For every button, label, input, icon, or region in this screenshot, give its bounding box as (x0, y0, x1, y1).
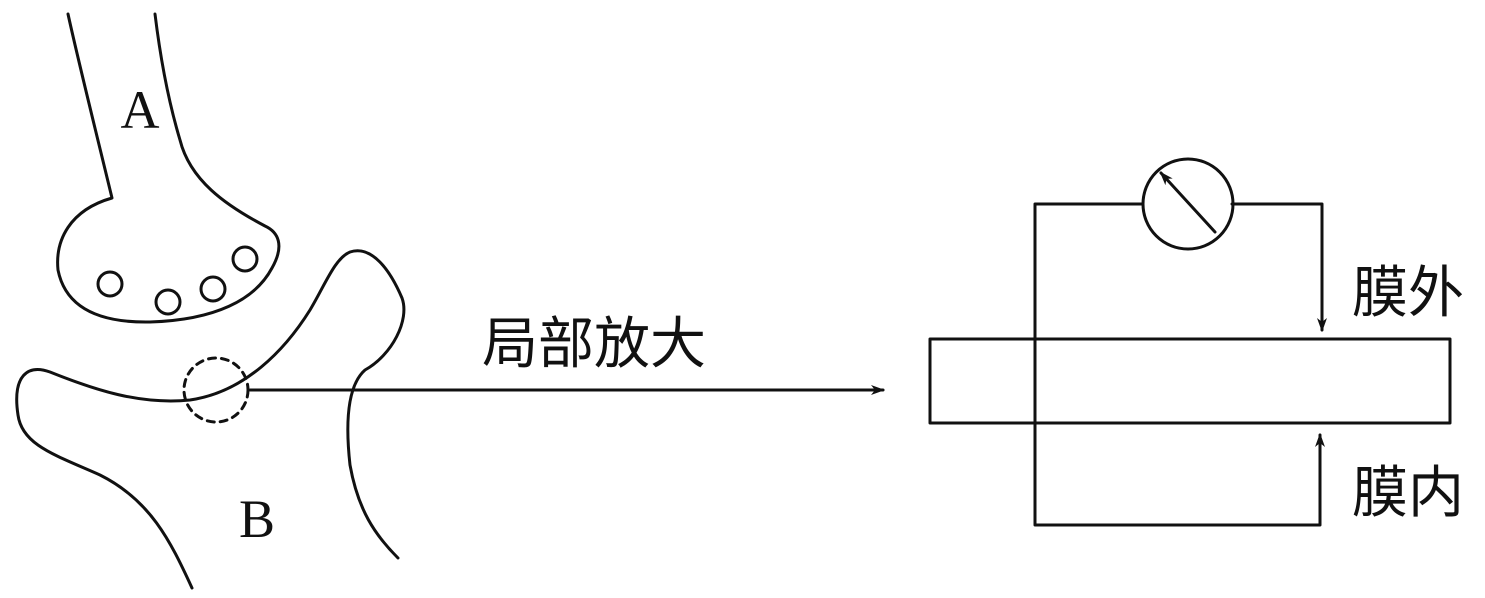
synaptic-vesicles (96, 245, 259, 316)
label-magnify: 局部放大 (482, 312, 706, 377)
label-neuron-b: B (239, 489, 275, 549)
vesicle (96, 270, 124, 298)
axon-left-outline (56, 12, 281, 324)
magnify-circle-icon (182, 356, 250, 424)
presynaptic-neuron-a (56, 12, 281, 324)
vesicle (231, 245, 259, 273)
galvanometer-icon (1141, 157, 1235, 251)
postsynaptic-outline (15, 249, 406, 590)
label-membrane-inside: 膜内 (1352, 461, 1464, 526)
vesicle (154, 288, 182, 316)
galvanometer-needle (1159, 171, 1217, 234)
circuit-wire (1230, 202, 1327, 332)
label-neuron-a: A (121, 80, 160, 140)
galvanometer-dial (1141, 157, 1235, 251)
label-membrane-outside: 膜外 (1352, 261, 1464, 326)
membrane-segment (928, 337, 1452, 425)
circuit-wire (1033, 202, 1325, 527)
vesicle (199, 275, 227, 303)
postsynaptic-neuron-b (15, 249, 406, 590)
